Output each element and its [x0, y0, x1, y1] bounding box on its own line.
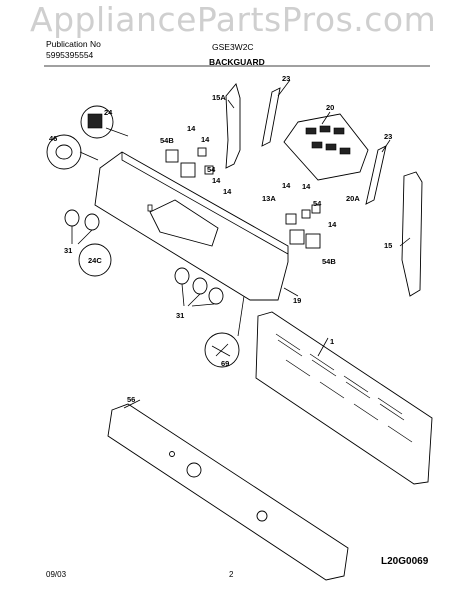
label-23-right: 23: [384, 132, 392, 141]
end-cap-23-right: [365, 145, 387, 205]
label-14-f: 14: [302, 182, 311, 191]
watermark: AppliancePartsPros.com: [30, 0, 437, 39]
label-56: 56: [127, 395, 135, 404]
label-14-e: 14: [282, 181, 291, 190]
diagram-code: L20G0069: [381, 556, 429, 567]
publication-number: 5995395554: [46, 50, 94, 60]
label-54-top: 54: [207, 165, 216, 174]
label-54b-right: 54B: [322, 257, 336, 266]
label-14-d: 14: [223, 187, 232, 196]
label-1: 1: [330, 337, 334, 346]
label-31-left: 31: [64, 246, 72, 255]
label-24c: 24C: [88, 256, 102, 265]
clock-board-20: [283, 113, 369, 181]
panel-slot: [147, 204, 153, 212]
label-23-top: 23: [282, 74, 290, 83]
switches-54: [165, 147, 321, 249]
leader-lines: [71, 79, 411, 409]
label-69: 69: [221, 359, 229, 368]
label-54b-top: 54B: [160, 136, 174, 145]
rear-panel-56: [107, 403, 349, 581]
label-24: 24: [104, 108, 113, 117]
part-labels: 23 15A 20 24 14 14 23 46 54B 54 14 14 14…: [49, 74, 392, 404]
control-panel-19: [94, 151, 289, 301]
label-46: 46: [49, 134, 57, 143]
label-14-g: 14: [328, 220, 337, 229]
end-panel-15: [401, 171, 423, 297]
publication-label: Publication No: [46, 39, 101, 49]
label-15: 15: [384, 241, 392, 250]
label-54-right: 54: [313, 199, 322, 208]
label-15a: 15A: [212, 93, 226, 102]
model-number: GSE3W2C: [212, 42, 254, 52]
footer-date: 09/03: [46, 570, 67, 579]
section-title: BACKGUARD: [209, 57, 265, 67]
label-13a: 13A: [262, 194, 276, 203]
label-14-c: 14: [212, 176, 221, 185]
end-cap-23-left: [261, 87, 281, 147]
label-14-b: 14: [201, 135, 210, 144]
footer-page-number: 2: [229, 570, 234, 579]
label-14-a: 14: [187, 124, 196, 133]
bracket-15a: [225, 83, 241, 169]
label-20a: 20A: [346, 194, 360, 203]
label-20: 20: [326, 103, 334, 112]
callout-24c: [78, 243, 112, 277]
back-panel-1: [255, 311, 433, 485]
label-19: 19: [293, 296, 301, 305]
label-31-bottom: 31: [176, 311, 184, 320]
